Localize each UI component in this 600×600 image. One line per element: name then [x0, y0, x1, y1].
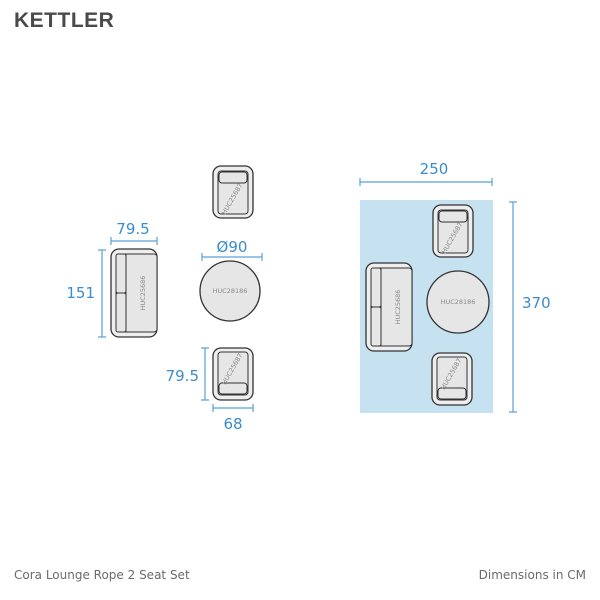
- chair-width-label: 68: [223, 415, 242, 433]
- table-left: HUC28186: [199, 260, 261, 322]
- table-code-label: HUC28186: [441, 298, 476, 306]
- kettler-logo: KETTLER: [14, 9, 115, 32]
- table-right: HUC28186: [426, 270, 490, 334]
- table-diameter-label: Ø90: [217, 238, 248, 256]
- layout-width-label: 250: [420, 160, 449, 178]
- sofa-depth-label: 79.5: [116, 220, 149, 238]
- dimension-lines-left: [98, 237, 263, 412]
- dimension-lines-right: [359, 178, 517, 413]
- chair-depth-label: 79.5: [166, 367, 199, 385]
- chair-bottom-left: HUC25687: [212, 347, 254, 401]
- table-code-label: HUC28186: [213, 287, 248, 295]
- chair-top-left: HUC25687: [212, 165, 254, 219]
- product-name: Cora Lounge Rope 2 Seat Set: [14, 568, 190, 582]
- sofa-right: HUC25686: [365, 262, 413, 352]
- chair-top-right: HUC25687: [432, 204, 474, 258]
- sofa-code-label: HUC25686: [394, 290, 402, 325]
- chair-bottom-right: HUC25687: [431, 352, 473, 406]
- sofa-width-label: 151: [66, 284, 95, 302]
- sofa-left: HUC25686: [110, 248, 158, 338]
- units-note: Dimensions in CM: [478, 568, 586, 582]
- sofa-code-label: HUC25686: [139, 276, 147, 311]
- layout-length-label: 370: [522, 294, 551, 312]
